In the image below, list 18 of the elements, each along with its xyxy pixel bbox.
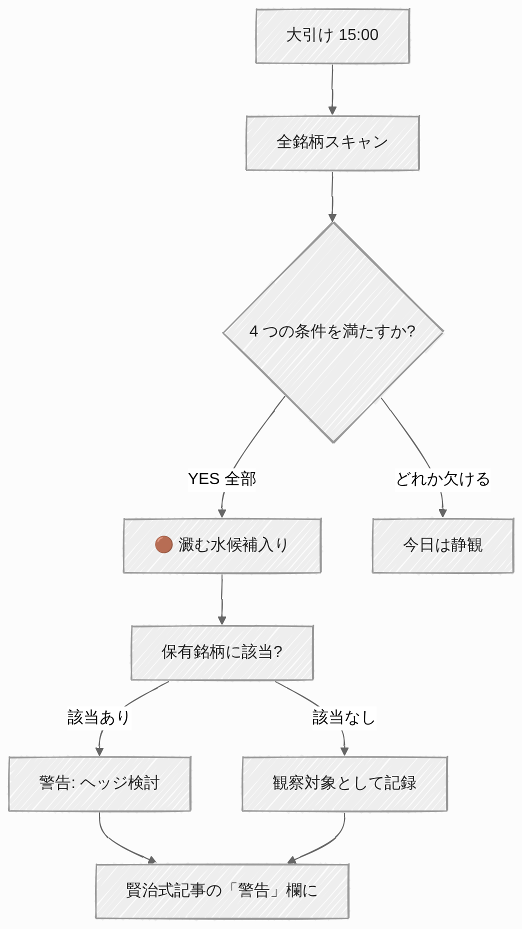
node-text: 4 つの条件を満たすか? (249, 324, 416, 340)
edge-label: どれか欠ける (394, 471, 491, 488)
node-text: 賢治式記事の「警告」欄に (126, 882, 318, 900)
node-text: 観察対象として記録 (272, 775, 417, 792)
arrow (328, 171, 337, 222)
node-text: 警告: ヘッジ検討 (39, 775, 160, 792)
node-text: 大引け 15:00 (286, 27, 379, 44)
node-text: 保有銘柄に該当? (162, 644, 282, 662)
arrow (218, 574, 226, 626)
edge-label: 該当あり (68, 709, 132, 726)
node-text: 今日は静観 (402, 536, 483, 554)
edge-label: 該当なし (312, 709, 377, 726)
node-text: 全銘柄スキャン (276, 134, 388, 152)
arrow (328, 64, 337, 116)
arrow (287, 812, 346, 864)
node-text: 🟤 澱む水候補入り (154, 536, 290, 554)
edge-label: YES 全部 (188, 471, 256, 488)
arrow (98, 812, 157, 864)
